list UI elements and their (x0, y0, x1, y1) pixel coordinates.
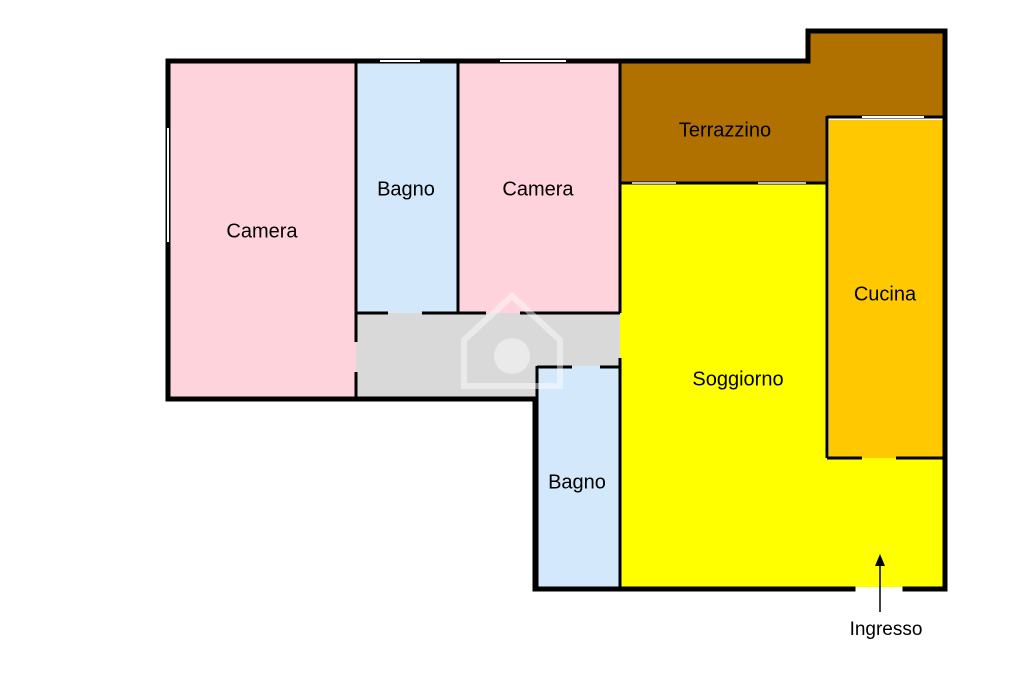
label-cucina: Cucina (854, 283, 917, 305)
windows (167, 60, 924, 242)
label-bagno-bottom: Bagno (548, 471, 606, 493)
room-soggiorno (620, 183, 943, 587)
room-bagno-bottom (537, 366, 620, 587)
house-logo-icon (461, 291, 563, 389)
label-camera-right: Camera (502, 178, 574, 200)
label-camera-left: Camera (226, 220, 298, 242)
room-terrazzino (620, 32, 943, 183)
outer-walls (165, 28, 948, 592)
room-camera-left (170, 63, 356, 397)
room-cucina (829, 120, 943, 458)
interior-walls (354, 63, 945, 589)
label-ingresso: Ingresso (850, 619, 923, 640)
label-bagno-top: Bagno (377, 178, 435, 200)
label-terrazzino: Terrazzino (679, 119, 771, 141)
arrow-up-icon (875, 554, 885, 612)
room-camera-right (458, 63, 620, 313)
label-soggiorno: Soggiorno (692, 368, 783, 390)
room-bagno-top (356, 63, 458, 313)
